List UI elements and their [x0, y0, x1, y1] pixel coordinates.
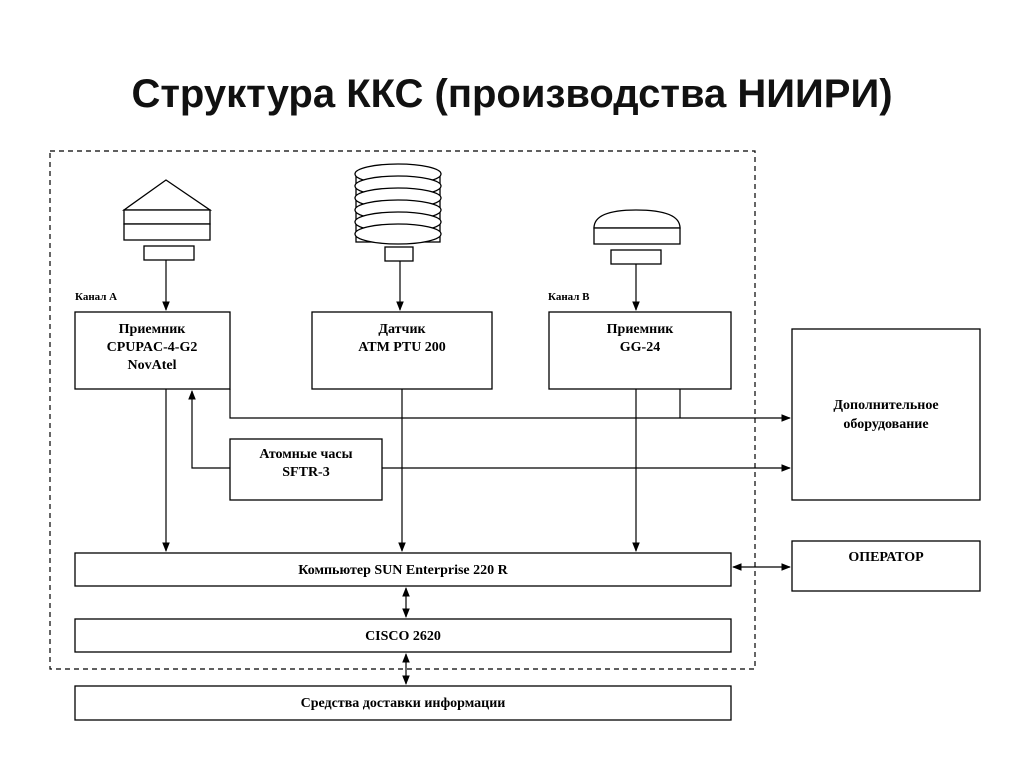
svg-text:Атомные часы: Атомные часы: [259, 447, 352, 462]
svg-text:Дополнительное: Дополнительное: [833, 398, 938, 413]
svg-text:Компьютер SUN Enterprise 220 R: Компьютер SUN Enterprise 220 R: [298, 563, 508, 578]
computer-box: Компьютер SUN Enterprise 220 R: [74, 552, 732, 587]
svg-text:CPUPAC-4-G2: CPUPAC-4-G2: [107, 340, 198, 355]
receiver-b-box: Приемник GG-24: [548, 311, 732, 390]
atomic-clock-box: Атомные часы SFTR-3: [229, 438, 383, 501]
antenna-a-icon: [121, 179, 213, 261]
page-title: Структура ККС (производства НИИРИ): [131, 72, 893, 116]
svg-text:GG-24: GG-24: [620, 340, 660, 355]
svg-text:Приемник: Приемник: [607, 322, 675, 337]
antenna-b-icon: [593, 209, 681, 265]
svg-text:Средства доставки информации: Средства доставки информации: [301, 696, 506, 711]
receiver-a-box: Приемник CPUPAC-4-G2 NovAtel: [74, 311, 231, 390]
svg-text:ATM PTU 200: ATM PTU 200: [358, 340, 446, 355]
svg-text:CISCO 2620: CISCO 2620: [365, 629, 441, 644]
svg-text:ОПЕРАТОР: ОПЕРАТОР: [848, 550, 924, 565]
operator-box: ОПЕРАТОР: [791, 540, 981, 592]
svg-text:Приемник: Приемник: [119, 322, 187, 337]
delivery-box: Средства доставки информации: [74, 685, 732, 721]
cisco-box: CISCO 2620: [74, 618, 732, 653]
svg-text:NovAtel: NovAtel: [128, 358, 177, 373]
svg-text:SFTR-3: SFTR-3: [282, 465, 329, 480]
svg-text:Датчик: Датчик: [378, 322, 426, 337]
extra-equipment-box: Дополнительное оборудование: [791, 328, 981, 501]
sensor-icon: [354, 163, 442, 262]
channel-a-label: Канал А: [75, 291, 117, 303]
svg-text:оборудование: оборудование: [843, 417, 928, 432]
channel-b-label: Канал В: [548, 291, 590, 303]
sensor-box: Датчик ATM PTU 200: [311, 311, 493, 390]
